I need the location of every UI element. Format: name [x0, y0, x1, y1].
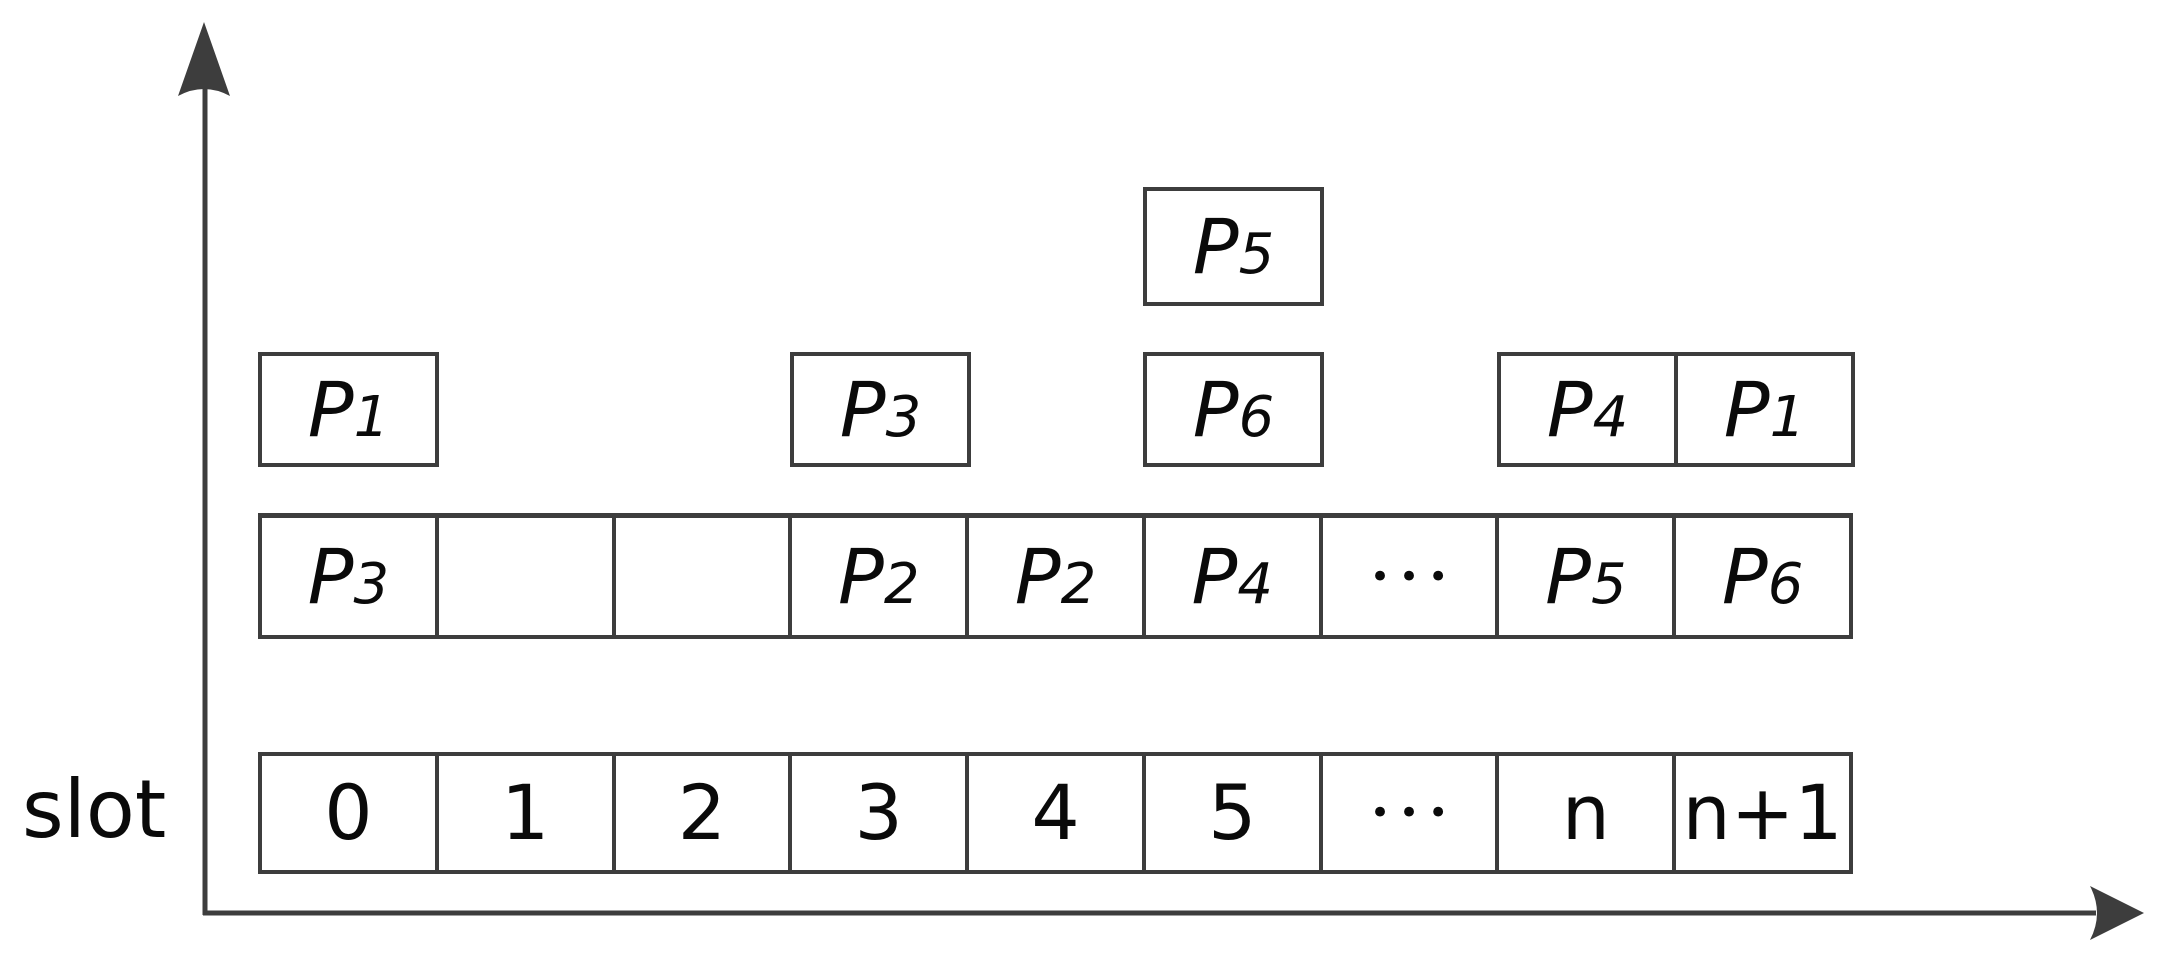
process-label: P2 [838, 538, 920, 617]
process-letter: P [1192, 364, 1239, 454]
process-box-p1-slot0: P1 [258, 352, 439, 467]
process-letter: P [1721, 531, 1768, 621]
process-letter: P [1014, 531, 1061, 621]
slot-cell-1: 1 [434, 756, 612, 870]
process-label: P4 [1192, 538, 1274, 617]
process-number: 1 [353, 384, 390, 450]
process-label-p3: P3 [840, 371, 922, 450]
slot-cell-3: 3 [788, 756, 965, 870]
slot-number: 2 [677, 768, 727, 857]
process-letter: P [839, 364, 886, 454]
slot-cell-n: n [1495, 756, 1672, 870]
process-label-p5: P5 [1193, 208, 1275, 287]
process-letter: P [1723, 364, 1770, 454]
process-letter: P [307, 531, 354, 621]
process-label-p6: P6 [1193, 371, 1275, 450]
process-box-p1-slot-n1: P1 [1674, 356, 1851, 463]
slot-axis-label: slot [22, 763, 167, 856]
queue-cell-0: P3 [262, 518, 435, 635]
process-label: P6 [1722, 538, 1804, 617]
queue-cell-ellipsis: ••• [1318, 518, 1496, 635]
slot-number: 4 [1031, 768, 1080, 857]
slot-number: n+1 [1682, 768, 1843, 857]
process-number: 2 [883, 551, 920, 617]
queue-cell-2 [611, 518, 789, 635]
process-letter: P [1192, 201, 1239, 291]
process-number: 2 [1060, 551, 1097, 617]
slot-number: 0 [324, 768, 373, 857]
slot-cell-5: 5 [1141, 756, 1319, 870]
process-box-p3-slot3: P3 [790, 352, 971, 467]
queue-cell-4: P2 [965, 518, 1142, 635]
process-number: 6 [1238, 384, 1275, 450]
process-number: 5 [1238, 221, 1275, 287]
process-label: P2 [1015, 538, 1097, 617]
queue-cell-5: P4 [1141, 518, 1319, 635]
process-box-p5-stacked: P5 [1143, 187, 1324, 306]
x-axis-arrowhead-icon [2090, 886, 2144, 940]
process-number: 4 [1237, 551, 1274, 617]
y-axis-arrowhead-icon [178, 22, 230, 96]
queue-cell-3: P2 [788, 518, 965, 635]
slot-cell-4: 4 [965, 756, 1142, 870]
ellipsis-dots: ••• [1369, 793, 1458, 833]
process-label-p4: P4 [1547, 371, 1629, 450]
process-letter: P [307, 364, 354, 454]
process-number: 4 [1592, 384, 1629, 450]
slot-number: 5 [1208, 768, 1257, 857]
slot-row: 0 1 2 3 4 5 ••• n n+1 [258, 752, 1853, 874]
queue-cell-8: P6 [1672, 518, 1849, 635]
slot-cell-0: 0 [262, 756, 435, 870]
process-letter: P [1191, 531, 1238, 621]
slot-number: n [1561, 768, 1610, 857]
queue-cell-1 [434, 518, 612, 635]
process-label-p1: P1 [308, 371, 390, 450]
slot-cell-ellipsis: ••• [1318, 756, 1496, 870]
queue-row: P3 P2 P2 P4 ••• P5 P6 [258, 513, 1853, 639]
process-number: 3 [353, 551, 390, 617]
slot-cell-n1: n+1 [1672, 756, 1849, 870]
process-label: P5 [1545, 538, 1627, 617]
process-box-p6-slot5: P6 [1143, 352, 1324, 467]
process-box-p4-slot-n: P4 [1501, 356, 1674, 463]
process-number: 6 [1767, 551, 1804, 617]
slot-cell-2: 2 [611, 756, 789, 870]
process-label: P3 [308, 538, 390, 617]
ellipsis-dots: ••• [1369, 556, 1458, 597]
process-letter: P [837, 531, 884, 621]
process-number: 5 [1590, 551, 1627, 617]
slot-number: 3 [854, 768, 903, 857]
process-number: 3 [885, 384, 922, 450]
queue-cell-7: P5 [1495, 518, 1672, 635]
process-number: 1 [1769, 384, 1806, 450]
process-label-p1b: P1 [1724, 371, 1806, 450]
process-box-pair-slot-n: P4 P1 [1497, 352, 1855, 467]
slot-number: 1 [500, 768, 550, 857]
process-letter: P [1546, 364, 1593, 454]
process-letter: P [1545, 531, 1591, 621]
